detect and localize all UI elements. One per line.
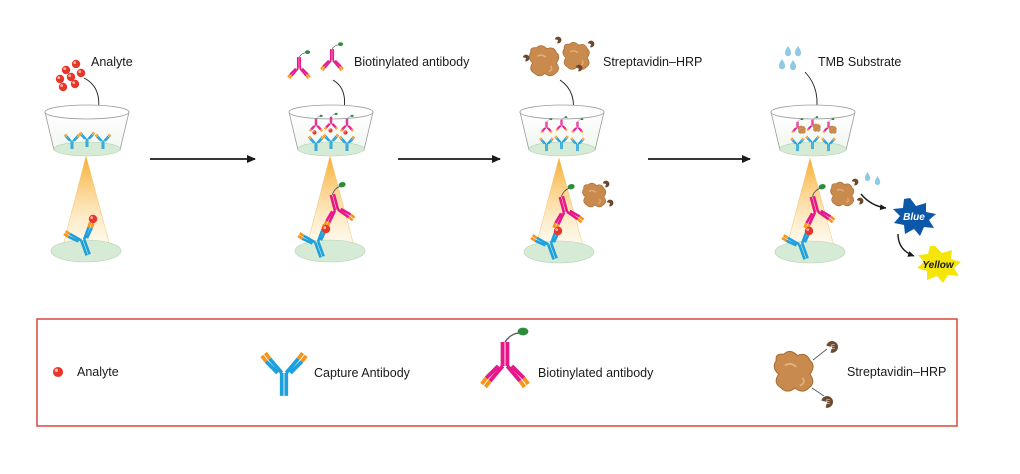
magnified-view	[523, 157, 614, 266]
legend-label-capture-antibody: Capture Antibody	[314, 366, 411, 380]
step-2-label: Biotinylated antibody	[354, 55, 470, 69]
blue-label: Blue	[903, 212, 925, 223]
legend-item-analyte: Analyte	[52, 365, 119, 379]
microplate-well	[44, 104, 130, 157]
step-2-biotinylated-antibody: Biotinylated antibody	[286, 41, 470, 264]
legend-item-biotinylated-antibody: Biotinylated antibody	[479, 325, 654, 389]
legend-label-biotinylated-antibody: Biotinylated antibody	[538, 366, 654, 380]
analyte-cluster-icon	[55, 59, 86, 92]
streptavidin-hrp-icon: E E	[773, 341, 839, 408]
analyte-bound	[88, 214, 98, 224]
enzyme-label: E	[826, 400, 830, 406]
enzyme-label: E	[831, 345, 835, 351]
legend: Analyte Capture Antibody Biotinylated an…	[36, 318, 958, 427]
microplate-well	[519, 104, 605, 157]
legend-label-analyte: Analyte	[77, 365, 119, 379]
microplate-well	[288, 104, 374, 157]
legend-item-streptavidin-hrp: E E Streptavidin–HRP	[773, 341, 946, 408]
step-3-streptavidin-hrp: Streptavidin–HRP	[519, 36, 702, 266]
streptavidin-hrp-icon	[522, 36, 595, 77]
blue-burst: Blue	[893, 198, 936, 236]
step-3-label: Streptavidin–HRP	[603, 55, 702, 69]
step-4-tmb-substrate: TMB Substrate	[770, 46, 961, 283]
step-1-analyte: Analyte	[44, 55, 133, 263]
legend-label-streptavidin-hrp: Streptavidin–HRP	[847, 365, 946, 379]
magnified-view	[294, 155, 366, 264]
biotinylated-antibody-icon	[286, 41, 345, 80]
biotinylated-antibody-icon	[479, 325, 531, 389]
yellow-burst: Yellow	[917, 246, 961, 283]
yellow-label: Yellow	[922, 260, 955, 271]
legend-item-capture-antibody: Capture Antibody	[259, 351, 411, 398]
step-1-label: Analyte	[91, 55, 133, 69]
tmb-drops-icon	[778, 46, 802, 71]
legend-border	[36, 318, 958, 427]
analyte-icon	[52, 366, 64, 378]
capture-antibody-icon	[259, 351, 309, 398]
magnified-view	[50, 155, 122, 263]
step-4-label: TMB Substrate	[818, 55, 901, 69]
reaction-arrow	[860, 193, 887, 211]
reaction-arrow	[897, 233, 915, 257]
magnified-view	[774, 157, 881, 266]
microplate-well	[770, 104, 856, 157]
